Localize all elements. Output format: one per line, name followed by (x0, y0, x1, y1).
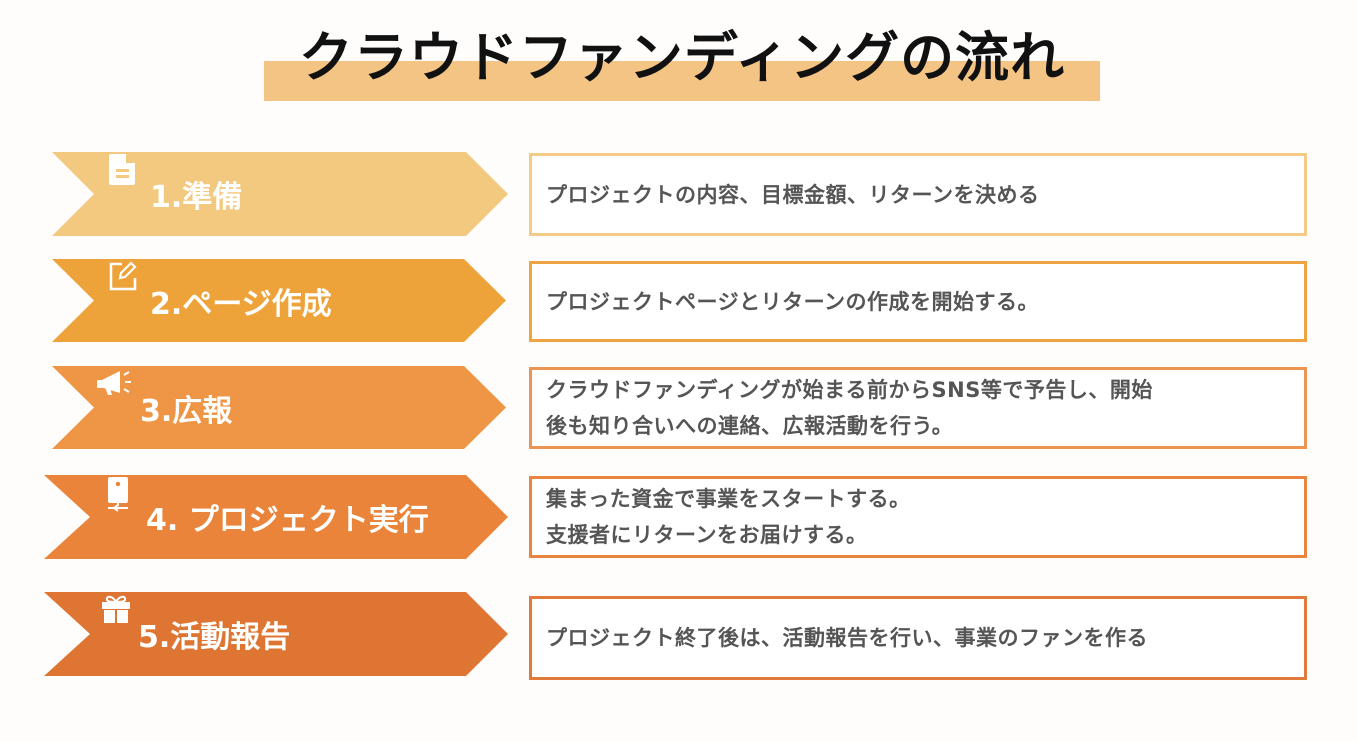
step-label: 5.活動報告 (138, 620, 291, 655)
step-description-box-1: プロジェクトの内容、目標金額、リターンを決める (529, 153, 1307, 236)
gift-icon (100, 595, 130, 651)
arrow-shape (44, 475, 508, 559)
step-arrow-5: 5.活動報告 (42, 592, 512, 676)
step-description-line: クラウドファンディングが始まる前からSNS等で予告し、開始 (546, 378, 1153, 402)
step-description: クラウドファンディングが始まる前からSNS等で予告し、開始 後も知り合いへの連絡… (546, 372, 1153, 444)
step-label: 2.ページ作成 (150, 286, 332, 322)
step-description-line: 後も知り合いへの連絡、広報活動を行う。 (546, 414, 954, 438)
step-label: 4. プロジェクト実行 (146, 503, 429, 538)
step-description-box-4: 集まった資金で事業をスタートする。 支援者にリターンをお届けする。 (529, 476, 1307, 558)
step-arrow-4: 4. プロジェクト実行 (42, 475, 512, 559)
step-arrow-1: 1.準備 (50, 152, 510, 236)
step-arrow-2: 2.ページ作成 (50, 259, 510, 342)
step-description: プロジェクトの内容、目標金額、リターンを決める (546, 182, 1040, 207)
step-description: プロジェクト終了後は、活動報告を行い、事業のファンを作る (546, 626, 1148, 650)
device-icon (104, 477, 134, 534)
step-description-box-3: クラウドファンディングが始まる前からSNS等で予告し、開始 後も知り合いへの連絡… (529, 367, 1307, 449)
step-label: 1.準備 (150, 180, 243, 215)
step-description-line: 支援者にリターンをお届けする。 (546, 523, 868, 547)
megaphone-icon (96, 371, 136, 425)
arrow-shape (44, 592, 508, 676)
document-icon (108, 154, 138, 211)
edit-icon (108, 261, 138, 318)
step-arrow-3: 3.広報 (50, 366, 510, 449)
arrow-shape (52, 366, 506, 449)
title-highlight-bar (264, 61, 1100, 101)
title-text: クラウドファンディングの流れ (298, 26, 1066, 89)
step-label: 3.広報 (140, 393, 233, 429)
step-description-box-2: プロジェクトページとリターンの作成を開始する。 (529, 261, 1307, 342)
step-description-line: 集まった資金で事業をスタートする。 (546, 487, 911, 511)
step-description: 集まった資金で事業をスタートする。 支援者にリターンをお届けする。 (546, 481, 911, 553)
arrow-shape (52, 152, 508, 236)
diagram-title: クラウドファンディングの流れ (0, 0, 1357, 110)
step-description: プロジェクトページとリターンの作成を開始する。 (546, 289, 1040, 314)
arrow-shape (52, 259, 506, 342)
step-description-box-5: プロジェクト終了後は、活動報告を行い、事業のファンを作る (529, 596, 1307, 680)
